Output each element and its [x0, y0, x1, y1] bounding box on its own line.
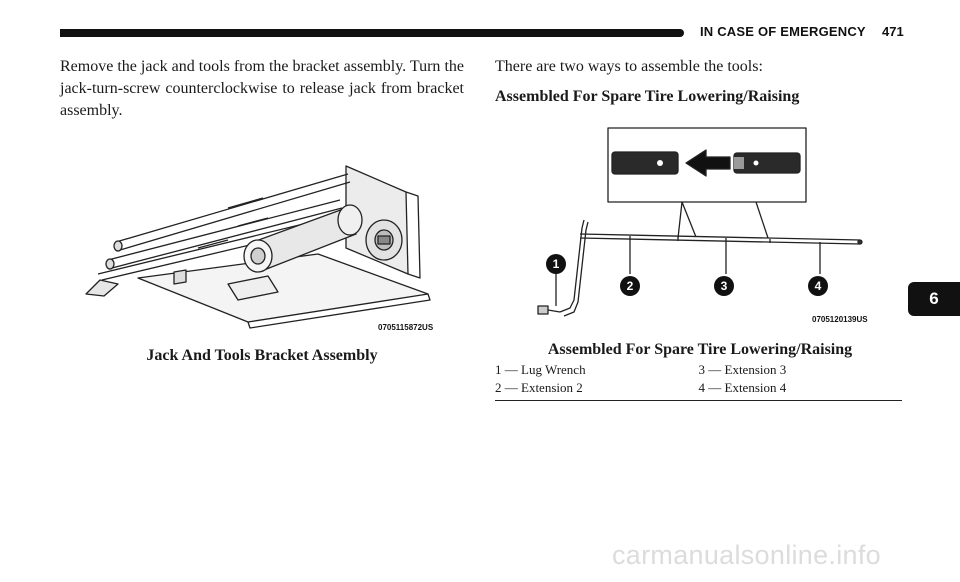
callout-4-marker — [808, 276, 828, 296]
left-figure-code: 0705115872US — [378, 323, 434, 332]
callout-4-label: 4 — [815, 279, 822, 293]
right-figure-caption: Assembled For Spare Tire Lowering/Raisin… — [547, 341, 853, 358]
callout-1-marker — [546, 254, 566, 274]
callout-2-label: 2 — [627, 279, 634, 293]
callout-3-marker — [714, 276, 734, 296]
section-title: IN CASE OF EMERGENCY — [700, 24, 866, 39]
callout-markers — [546, 254, 828, 296]
legend-item-extension-3: 3 — Extension 3 — [698, 362, 787, 377]
legend-row: 1 — Lug Wrench 3 — Extension 3 — [495, 361, 902, 379]
left-figure-caption: Jack And Tools Bracket Assembly — [146, 347, 378, 364]
chapter-tab: 6 — [908, 282, 960, 316]
callout-1-label: 1 — [553, 257, 560, 271]
page-number: 471 — [882, 24, 904, 39]
assembly-subheading: Assembled For Spare Tire Lowering/Raisin… — [495, 88, 800, 105]
legend-row: 2 — Extension 2 4 — Extension 4 — [495, 379, 902, 397]
legend-item-extension-2: 2 — Extension 2 — [495, 380, 583, 395]
jack-bracket-illustration: 0705115872US — [85, 165, 434, 332]
figure-legend: 1 — Lug Wrench 3 — Extension 3 2 — Exten… — [495, 361, 902, 401]
header-rule — [60, 29, 684, 37]
callout-2-marker — [620, 276, 640, 296]
chapter-tab-label: 6 — [929, 289, 939, 308]
site-watermark: carmanualsonline.info — [612, 540, 881, 570]
legend-item-lug-wrench: 1 — Lug Wrench — [495, 362, 586, 377]
right-figure-code: 0705120139US — [812, 315, 868, 324]
tool-assembly-illustration: 1 2 3 4 0705120139US — [537, 127, 868, 324]
assembly-intro-paragraph: There are two ways to assemble the tools… — [495, 58, 763, 75]
legend-item-extension-4: 4 — Extension 4 — [698, 380, 787, 395]
jack-removal-paragraph: Remove the jack and tools from the brack… — [60, 58, 464, 119]
callout-3-label: 3 — [721, 279, 728, 293]
